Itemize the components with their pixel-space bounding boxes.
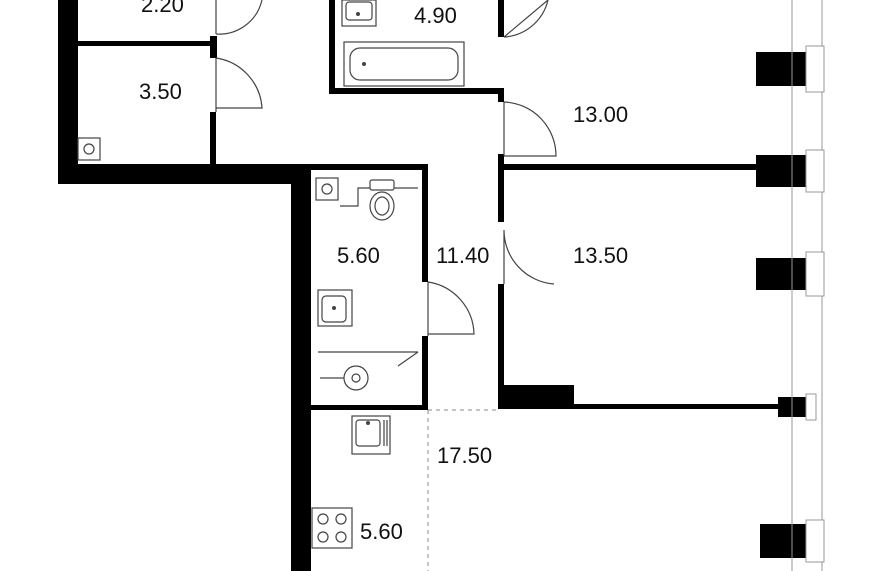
walls — [58, 0, 806, 571]
bathtub-icon — [343, 41, 465, 87]
zone-separators — [318, 351, 498, 571]
sink-icon — [341, 0, 377, 27]
area-labels: 2.20 4.90 3.50 13.00 5.60 11.40 13.50 17… — [139, 0, 628, 544]
pillar-1 — [756, 52, 806, 86]
area-label-room-c: 3.50 — [139, 79, 182, 104]
partition-bedroom-left-mid — [498, 168, 504, 222]
door-swing-bath-mid — [427, 281, 475, 336]
window-frame-4 — [805, 393, 817, 421]
pillar-3 — [756, 258, 806, 290]
window-frame-1 — [805, 45, 825, 93]
partitions — [76, 0, 780, 410]
partition-bath-mid-right-top — [422, 164, 428, 282]
pillar-5 — [760, 524, 806, 558]
wall-upper-right-bottom — [498, 385, 574, 409]
partition-bedroom-divider — [498, 164, 758, 170]
window-frame-5 — [805, 519, 825, 563]
area-label-room-b: 4.90 — [414, 3, 457, 28]
wall-left-outer — [58, 0, 78, 184]
shower-icon — [320, 365, 369, 391]
wall-core-left — [291, 164, 311, 571]
vent-icon-bath — [315, 177, 339, 201]
pillar-2 — [756, 155, 806, 187]
partition-bath-mid-right-low — [422, 336, 428, 410]
partition-bath-top-right — [498, 0, 504, 37]
area-label-room-e: 5.60 — [337, 243, 380, 268]
partition-bath-mid-bottom — [308, 405, 428, 410]
partition-bath-top-left — [329, 0, 335, 94]
partition-storage-divider — [76, 41, 216, 46]
shower-screen — [318, 351, 419, 367]
fixtures — [77, 0, 465, 549]
partition-bedroom-left-low — [498, 284, 504, 394]
partition-bath-mid-top — [308, 164, 428, 170]
partition-bath-top-right-low — [498, 88, 504, 102]
vent-icon — [77, 137, 101, 161]
partition-bedroom-left-upper — [498, 154, 504, 168]
partition-storage-right — [210, 112, 216, 166]
windows — [791, 0, 825, 571]
window-frame-2 — [805, 149, 825, 193]
door-swing-bath-top — [503, 0, 549, 38]
door-swing-bedroom-1 — [503, 101, 557, 157]
area-label-room-d: 13.00 — [573, 102, 628, 127]
area-label-room-a: 2.20 — [141, 0, 184, 17]
partition-bedroom-bottom — [570, 404, 780, 409]
doors — [215, 0, 557, 336]
wall-left-bottom — [58, 164, 294, 184]
stove-icon — [311, 507, 353, 549]
partition-bath-top-bottom — [329, 88, 503, 94]
area-label-room-i: 5.60 — [360, 519, 403, 544]
area-label-room-h: 17.50 — [437, 443, 492, 468]
area-label-room-g: 13.50 — [573, 243, 628, 268]
door-swing-bedroom-2 — [503, 229, 555, 285]
window-frame-3 — [805, 251, 825, 297]
sink-icon-bath — [317, 289, 353, 327]
toilet-icon — [369, 179, 395, 221]
area-label-room-f: 11.40 — [436, 243, 489, 268]
kitchen-sink-icon — [351, 415, 391, 455]
door-swing-storage — [215, 57, 263, 112]
partition-storage-jamb-top — [210, 36, 217, 58]
door-swing-storage-top — [215, 0, 263, 35]
